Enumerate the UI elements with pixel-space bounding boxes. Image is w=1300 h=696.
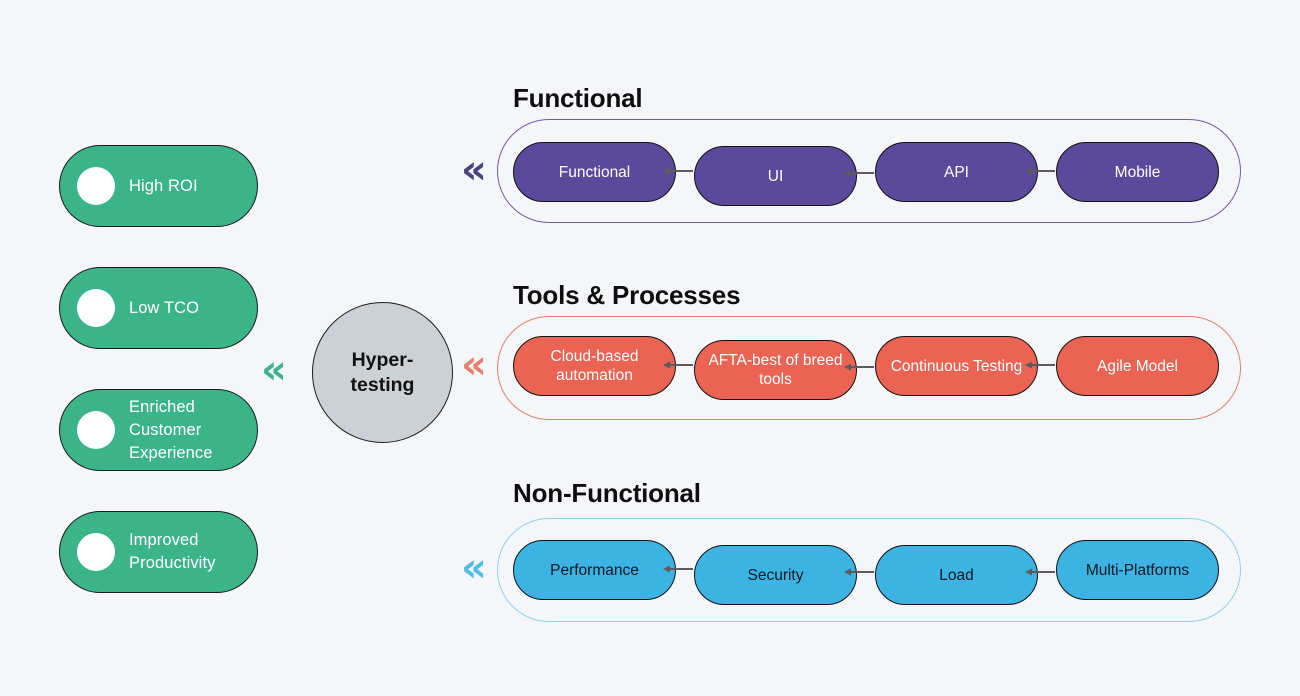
connector-arrow xyxy=(662,165,694,177)
pill-functional-api[interactable]: API xyxy=(875,142,1038,202)
pill-label: Performance xyxy=(550,561,639,579)
connector-arrow xyxy=(843,566,875,578)
hub-label-line2: testing xyxy=(350,373,415,396)
benefit-pill-improved-productivity[interactable]: Improved Productivity xyxy=(59,511,258,593)
chevron-left-functional-icon: « xyxy=(461,147,487,193)
pill-non-functional-multi-platforms[interactable]: Multi-Platforms xyxy=(1056,540,1219,600)
bullet-dot-icon xyxy=(77,411,115,449)
connector-arrow xyxy=(843,167,875,179)
connector-arrow xyxy=(843,361,875,373)
hub-label: Hyper- testing xyxy=(351,348,415,398)
pill-label: Security xyxy=(747,566,804,584)
pill-label: Cloud-based automation xyxy=(550,348,639,384)
benefit-label: High ROI xyxy=(129,176,198,195)
benefit-pill-enriched-customer-experience[interactable]: Enriched Customer Experience xyxy=(59,389,258,471)
section-title-tools-processes: Tools & Processes xyxy=(513,280,741,310)
bullet-dot-icon xyxy=(77,533,115,571)
pill-label: Multi-Platforms xyxy=(1085,561,1190,579)
pill-functional-functional[interactable]: Functional xyxy=(513,142,676,202)
connector-arrow xyxy=(1024,359,1056,371)
benefit-label: Low TCO xyxy=(129,298,200,317)
connector-arrow xyxy=(1024,566,1056,578)
benefit-label: Enriched Customer Experience xyxy=(129,397,213,462)
pill-label: Load xyxy=(939,566,974,584)
pill-functional-ui[interactable]: UI xyxy=(694,146,857,206)
group-outline-tools-processes xyxy=(497,316,1241,420)
benefit-label: Improved Productivity xyxy=(129,531,216,572)
pill-tools-cloud-based-automation[interactable]: Cloud-based automation xyxy=(513,336,676,396)
group-outline-functional xyxy=(497,119,1241,223)
pill-label: API xyxy=(944,163,969,181)
pill-label: Agile Model xyxy=(1097,357,1178,375)
chevron-left-benefits-icon: « xyxy=(261,347,287,393)
hub-hyper-testing[interactable]: Hyper- testing xyxy=(312,302,453,443)
section-title-non-functional: Non-Functional xyxy=(513,478,701,508)
connector-arrow xyxy=(1024,165,1056,177)
connector-arrow xyxy=(662,563,694,575)
pill-label: AFTA-best of breed tools xyxy=(708,352,843,388)
pill-functional-mobile[interactable]: Mobile xyxy=(1056,142,1219,202)
group-outline-non-functional xyxy=(497,518,1241,622)
pill-tools-afta-best-of-breed-tools[interactable]: AFTA-best of breed tools xyxy=(694,340,857,400)
bullet-dot-icon xyxy=(77,289,115,327)
chevron-left-tools-icon: « xyxy=(461,342,487,388)
benefit-pill-low-tco[interactable]: Low TCO xyxy=(59,267,258,349)
section-title-functional: Functional xyxy=(513,83,643,113)
bullet-dot-icon xyxy=(77,167,115,205)
pill-non-functional-performance[interactable]: Performance xyxy=(513,540,676,600)
pill-non-functional-security[interactable]: Security xyxy=(694,545,857,605)
pill-label: Functional xyxy=(558,163,631,181)
hub-label-line1: Hyper- xyxy=(351,348,414,371)
pill-label: Mobile xyxy=(1114,163,1161,181)
chevron-left-non-functional-icon: « xyxy=(461,545,487,591)
pill-label: Continuous Testing xyxy=(890,357,1023,375)
pill-tools-continuous-testing[interactable]: Continuous Testing xyxy=(875,336,1038,396)
connector-arrow xyxy=(662,359,694,371)
pill-label: UI xyxy=(767,167,784,185)
pill-non-functional-load[interactable]: Load xyxy=(875,545,1038,605)
pill-tools-agile-model[interactable]: Agile Model xyxy=(1056,336,1219,396)
benefit-pill-high-roi[interactable]: High ROI xyxy=(59,145,258,227)
